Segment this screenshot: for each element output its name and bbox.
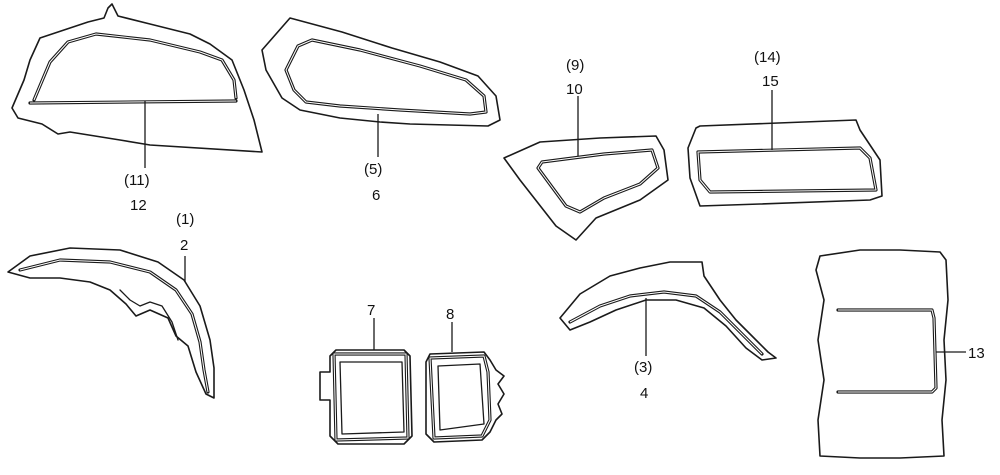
front-fender-flare bbox=[7, 247, 215, 399]
callout-3: (3) bbox=[634, 359, 652, 376]
callout-2: 2 bbox=[180, 237, 188, 254]
callout-13: 13 bbox=[968, 345, 985, 362]
callout-11: (11) bbox=[124, 172, 150, 189]
side-panel-left bbox=[503, 135, 669, 241]
emblem-plate-right bbox=[425, 351, 505, 443]
callout-4: 4 bbox=[640, 385, 648, 402]
rear-quarter-panel bbox=[11, 3, 263, 153]
callout-15: 15 bbox=[762, 73, 779, 90]
callout-14: (14) bbox=[754, 49, 781, 66]
callout-6: 6 bbox=[372, 187, 380, 204]
callout-5: (5) bbox=[364, 161, 382, 178]
side-panel-right bbox=[687, 119, 883, 207]
callout-9: (9) bbox=[566, 57, 584, 74]
callout-10: 10 bbox=[566, 81, 583, 98]
hood-panel bbox=[815, 249, 949, 459]
callout-12: 12 bbox=[130, 197, 147, 214]
rear-fender-flare bbox=[559, 261, 777, 361]
callout-8: 8 bbox=[446, 306, 454, 323]
emblem-plate-left bbox=[319, 349, 413, 445]
callout-1: (1) bbox=[176, 211, 194, 228]
door-panel bbox=[261, 17, 501, 127]
callout-7: 7 bbox=[367, 302, 375, 319]
